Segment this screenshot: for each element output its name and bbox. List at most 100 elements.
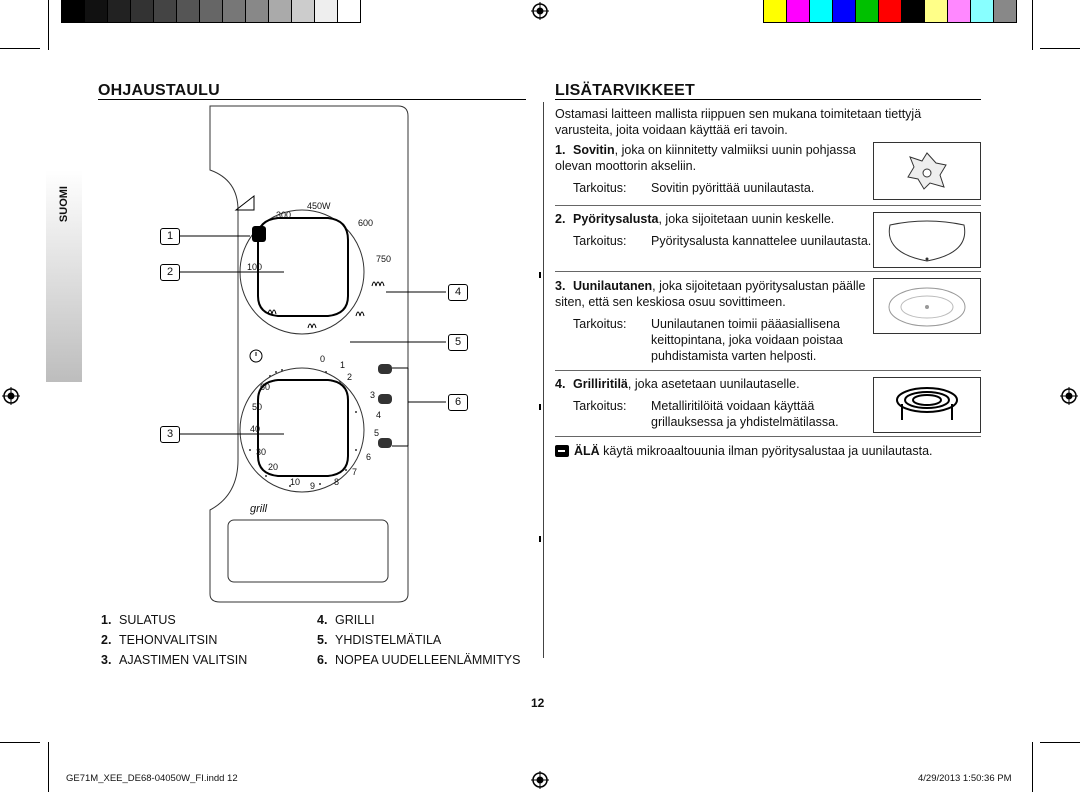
warning-note: ÄLÄ käytä mikroaaltouunia ilman pyöritys… bbox=[574, 444, 933, 458]
color-swatch bbox=[924, 0, 948, 23]
roller-ring-image bbox=[873, 212, 981, 268]
crop-mark bbox=[0, 48, 40, 49]
timer-mark: 10 bbox=[290, 477, 301, 487]
timer-mark: 7 bbox=[352, 467, 358, 477]
registration-mark-icon bbox=[531, 771, 549, 789]
timer-mark: 3 bbox=[370, 390, 376, 400]
timer-mark: 30 bbox=[256, 447, 267, 457]
accessory-item-2: 2.Pyöritysalusta, joka sijoitetaan uunin… bbox=[555, 212, 835, 226]
heading-rule bbox=[98, 99, 526, 100]
callout-6: 6 bbox=[448, 394, 468, 411]
gray-swatch bbox=[199, 0, 223, 23]
column-tick bbox=[539, 536, 541, 542]
accessory-item-3: 3.Uunilautanen, joka sijoitetaan pyörity… bbox=[555, 279, 866, 309]
control-panel-heading: OHJAUSTAULU bbox=[98, 82, 220, 99]
registration-mark-icon bbox=[531, 2, 549, 20]
callout-1: 1 bbox=[160, 228, 180, 245]
accessory-item-1: 1.Sovitin, joka on kiinnitetty valmiiksi… bbox=[555, 143, 856, 173]
registration-mark-icon bbox=[1060, 387, 1078, 405]
power-mark: 450W bbox=[307, 201, 331, 211]
color-swatch bbox=[947, 0, 971, 23]
callout-3: 3 bbox=[160, 426, 180, 443]
timer-dial[interactable] bbox=[239, 367, 365, 493]
gray-swatch bbox=[153, 0, 177, 23]
color-swatch bbox=[901, 0, 925, 23]
timer-mark: 5 bbox=[374, 428, 380, 438]
gray-swatch bbox=[84, 0, 108, 23]
timer-mark: 1 bbox=[340, 360, 346, 370]
roller-ring-icon bbox=[888, 220, 966, 262]
turntable-icon bbox=[888, 287, 966, 327]
color-swatch bbox=[970, 0, 994, 23]
accessory-purpose-2: Tarkoitus:Pyöritysalusta kannattelee uun… bbox=[573, 234, 872, 248]
power-mark: 600 bbox=[358, 218, 374, 228]
item-separator bbox=[555, 436, 981, 437]
power-mark: 100 bbox=[247, 262, 263, 272]
legend-item: 4.GRILLI bbox=[317, 613, 375, 627]
timer-mark: 40 bbox=[250, 424, 261, 434]
gray-swatch bbox=[107, 0, 131, 23]
power-mark: 750 bbox=[376, 254, 392, 264]
page-number: 12 bbox=[531, 696, 545, 710]
item-separator bbox=[555, 205, 981, 206]
timer-mark: 50 bbox=[252, 402, 263, 412]
gray-swatch bbox=[314, 0, 338, 23]
crop-mark bbox=[48, 742, 49, 792]
column-tick bbox=[539, 272, 541, 278]
coupler-image bbox=[873, 142, 981, 200]
accessory-purpose-1: Tarkoitus:Sovitin pyörittää uunilautasta… bbox=[573, 181, 815, 195]
item-separator bbox=[555, 370, 981, 371]
footer-filename: GE71M_XEE_DE68-04050W_FI.indd 12 bbox=[66, 773, 238, 784]
heading-rule bbox=[555, 99, 981, 100]
gray-swatch bbox=[61, 0, 85, 23]
accessory-purpose-4: Tarkoitus:Metalliritilöitä voidaan käytt… bbox=[573, 399, 839, 429]
color-swatch bbox=[809, 0, 833, 23]
legend-item: 2.TEHONVALITSIN bbox=[101, 633, 218, 647]
color-swatch bbox=[832, 0, 856, 23]
language-side-label: SUOMI bbox=[58, 186, 70, 223]
crop-mark bbox=[1040, 742, 1080, 743]
crop-mark bbox=[1032, 0, 1033, 50]
power-mark: 300 bbox=[276, 210, 292, 220]
column-tick bbox=[539, 404, 541, 410]
legend-item: 6.NOPEA UUDELLEENLÄMMITYS bbox=[317, 653, 521, 667]
crop-mark bbox=[1040, 48, 1080, 49]
crop-mark bbox=[48, 0, 49, 50]
accessory-purpose-3: Tarkoitus:Uunilautanen toimii pääasialli… bbox=[573, 317, 843, 363]
timer-mark: 20 bbox=[268, 462, 279, 472]
callout-4: 4 bbox=[448, 284, 468, 301]
grill-rack-icon bbox=[896, 387, 958, 420]
callout-2: 2 bbox=[160, 264, 180, 281]
accessory-item-4: 4.Grilliritilä, joka asetetaan uunilauta… bbox=[555, 377, 800, 391]
color-swatch bbox=[763, 0, 787, 23]
registration-mark-icon bbox=[2, 387, 20, 405]
timer-mark: 0 bbox=[320, 354, 326, 364]
gray-swatch bbox=[337, 0, 361, 23]
crop-mark bbox=[0, 742, 40, 743]
gray-swatch bbox=[245, 0, 269, 23]
pointing-hand-icon bbox=[555, 445, 569, 457]
control-panel-diagram bbox=[180, 105, 446, 603]
power-dial[interactable] bbox=[239, 209, 365, 335]
grill-label: grill bbox=[250, 503, 268, 515]
color-swatch bbox=[786, 0, 810, 23]
callout-5: 5 bbox=[448, 334, 468, 351]
accessories-heading: LISÄTARVIKKEET bbox=[555, 82, 695, 99]
color-swatch bbox=[993, 0, 1017, 23]
grill-rack-image bbox=[873, 377, 981, 433]
color-swatch bbox=[878, 0, 902, 23]
crop-mark bbox=[1032, 742, 1033, 792]
item-separator bbox=[555, 271, 981, 272]
legend-item: 5.YHDISTELMÄTILA bbox=[317, 633, 442, 647]
column-divider bbox=[543, 102, 544, 658]
timer-mark: 8 bbox=[334, 477, 340, 487]
color-swatch bbox=[855, 0, 879, 23]
gray-swatch bbox=[268, 0, 292, 23]
timer-mark: 6 bbox=[366, 452, 372, 462]
gray-swatch bbox=[130, 0, 154, 23]
footer-timestamp: 4/29/2013 1:50:36 PM bbox=[918, 773, 1012, 784]
timer-mark: 2 bbox=[347, 372, 353, 382]
turntable-image bbox=[873, 278, 981, 334]
legend-item: 3.AJASTIMEN VALITSIN bbox=[101, 653, 248, 667]
gray-swatch bbox=[222, 0, 246, 23]
